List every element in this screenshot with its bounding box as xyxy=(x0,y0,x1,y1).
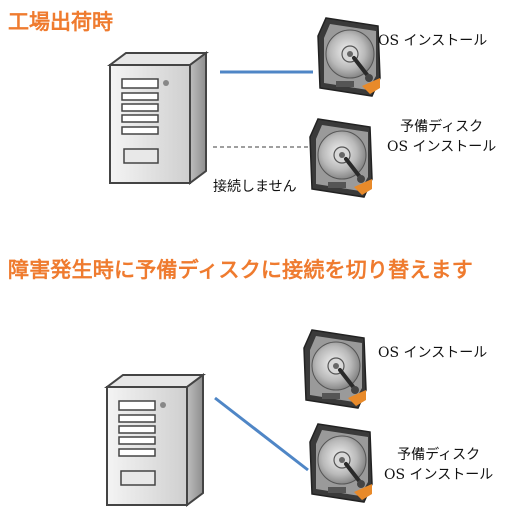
hard-disk-icon xyxy=(302,328,368,410)
not-connected-note: 接続しません xyxy=(213,179,297,195)
failure-section xyxy=(106,328,374,506)
spare-disk-label-line1: 予備ディスク xyxy=(400,119,484,135)
server-icon xyxy=(109,52,207,184)
primary-disk-label: OS インストール xyxy=(378,345,488,361)
spare-hard-disk-icon xyxy=(308,117,374,199)
factory-title: 工場出荷時 xyxy=(8,10,113,34)
spare-disk-label: 予備ディスク OS インストール xyxy=(384,445,493,485)
server-icon xyxy=(106,374,204,506)
hard-disk-icon xyxy=(316,16,382,98)
failure-title: 障害発生時に予備ディスクに接続を切り替えます xyxy=(8,258,473,282)
spare-disk-label-line1: 予備ディスク xyxy=(397,447,481,463)
factory-section xyxy=(109,16,382,199)
primary-disk-label: OS インストール xyxy=(378,33,488,49)
spare-disk-label-line2: OS インストール xyxy=(384,467,494,483)
spare-hard-disk-icon xyxy=(308,422,374,504)
switched-connection-line xyxy=(214,396,309,472)
spare-disk-label: 予備ディスク OS インストール xyxy=(387,117,496,157)
spare-disk-label-line2: OS インストール xyxy=(387,139,497,155)
